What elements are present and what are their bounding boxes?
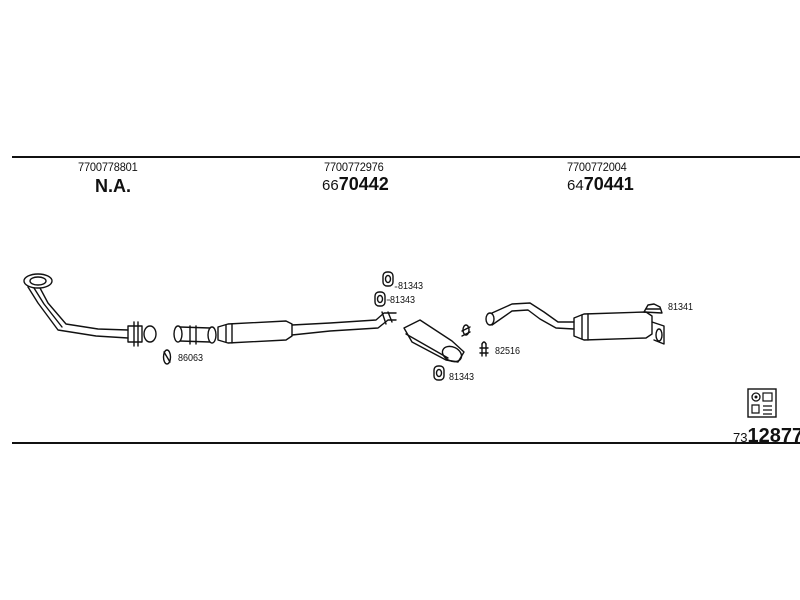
mounting-kit-icon — [747, 388, 777, 418]
part-number-front-main: N.A. — [95, 176, 131, 196]
part-number-middle-main: 70442 — [338, 174, 389, 194]
part-number-front: N.A. — [95, 176, 131, 197]
part-number-rear: 6470441 — [567, 174, 634, 195]
part-number-middle: 6670442 — [322, 174, 389, 195]
front-downpipe — [23, 273, 157, 347]
hanger-81343-upper — [374, 271, 394, 307]
hanger-81341 — [643, 303, 663, 314]
label-hanger-81343-b: 81343 — [390, 295, 416, 306]
label-hanger-81343-a: 81343 — [398, 281, 424, 292]
part-number-middle-prefix: 66 — [322, 177, 339, 194]
label-hanger-81343-c: 81343 — [449, 372, 475, 383]
rear-silencer — [573, 311, 653, 341]
front-pipe-end — [143, 325, 157, 343]
catalog-number-main: 12877 — [747, 425, 800, 447]
label-hanger-81341: 81341 — [668, 302, 694, 313]
catalog-number: 7312877 — [733, 425, 800, 448]
label-clamp-82516: 82516 — [495, 346, 521, 357]
part-number-rear-prefix: 64 — [567, 177, 584, 194]
bottom-divider-line — [12, 442, 800, 444]
top-divider-line — [12, 156, 800, 158]
part-number-rear-main: 70441 — [583, 174, 634, 194]
center-silencer-section — [217, 311, 397, 344]
oe-number-rear: 7700772004 — [567, 160, 627, 174]
front-flange — [23, 273, 53, 289]
label-gasket-86063: 86063 — [178, 353, 204, 364]
gasket-86063 — [162, 349, 172, 365]
hanger-81343-lower — [433, 365, 445, 381]
catalog-number-prefix: 73 — [733, 430, 748, 445]
center-silencer — [217, 320, 293, 344]
oe-number-front: 7700778801 — [78, 160, 138, 174]
intermediate-silencer — [403, 319, 471, 363]
connector-pipe — [173, 325, 217, 345]
rear-silencer-section — [485, 302, 665, 345]
clamp-82516 — [479, 341, 489, 357]
oe-number-middle: 7700772976 — [324, 160, 384, 174]
